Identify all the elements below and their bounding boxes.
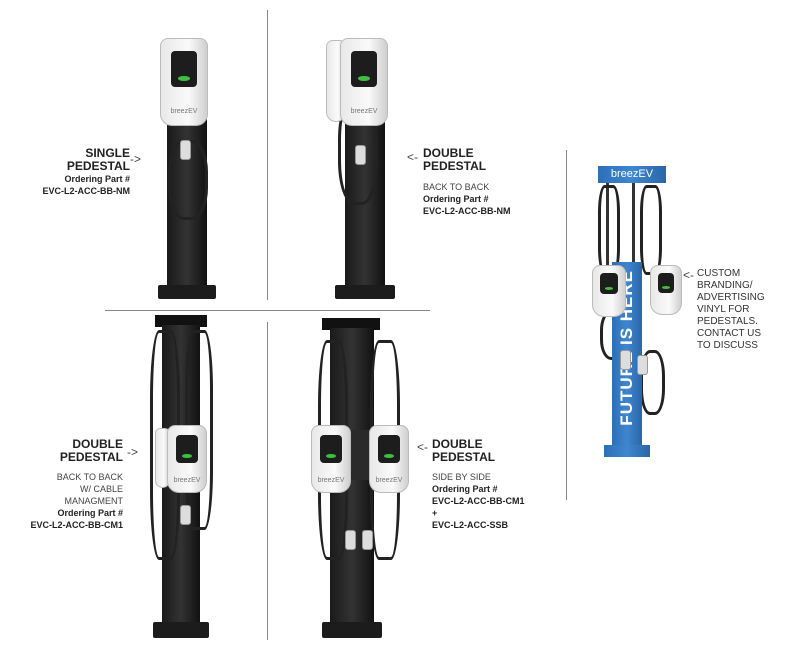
brand-sign: breezEV bbox=[598, 166, 666, 183]
custom-branding-label: CUSTOM BRANDING/ ADVERTISING VINYL FOR P… bbox=[697, 268, 765, 351]
arrow-right-icon: -> bbox=[130, 152, 142, 166]
arrow-left-icon: <- bbox=[417, 440, 429, 454]
product-label-single: SINGLE PEDESTAL Ordering Part # EVC-L2-A… bbox=[42, 146, 131, 197]
arrow-right-icon: -> bbox=[127, 445, 139, 459]
product-label-double-back-to-back: DOUBLE PEDESTAL BACK TO BACK Ordering Pa… bbox=[423, 146, 511, 217]
brand-logo: breezEV bbox=[170, 107, 198, 115]
product-label-double-side-by-side: DOUBLE PEDESTAL SIDE BY SIDE Ordering Pa… bbox=[432, 437, 525, 531]
divider bbox=[105, 310, 430, 311]
divider bbox=[267, 10, 268, 300]
divider bbox=[267, 322, 268, 640]
arrow-left-icon: <- bbox=[407, 150, 419, 164]
divider bbox=[566, 150, 567, 500]
product-label-double-cable-management: DOUBLE PEDESTAL BACK TO BACK W/ CABLE MA… bbox=[30, 437, 124, 531]
arrow-left-icon: <- bbox=[683, 268, 695, 282]
